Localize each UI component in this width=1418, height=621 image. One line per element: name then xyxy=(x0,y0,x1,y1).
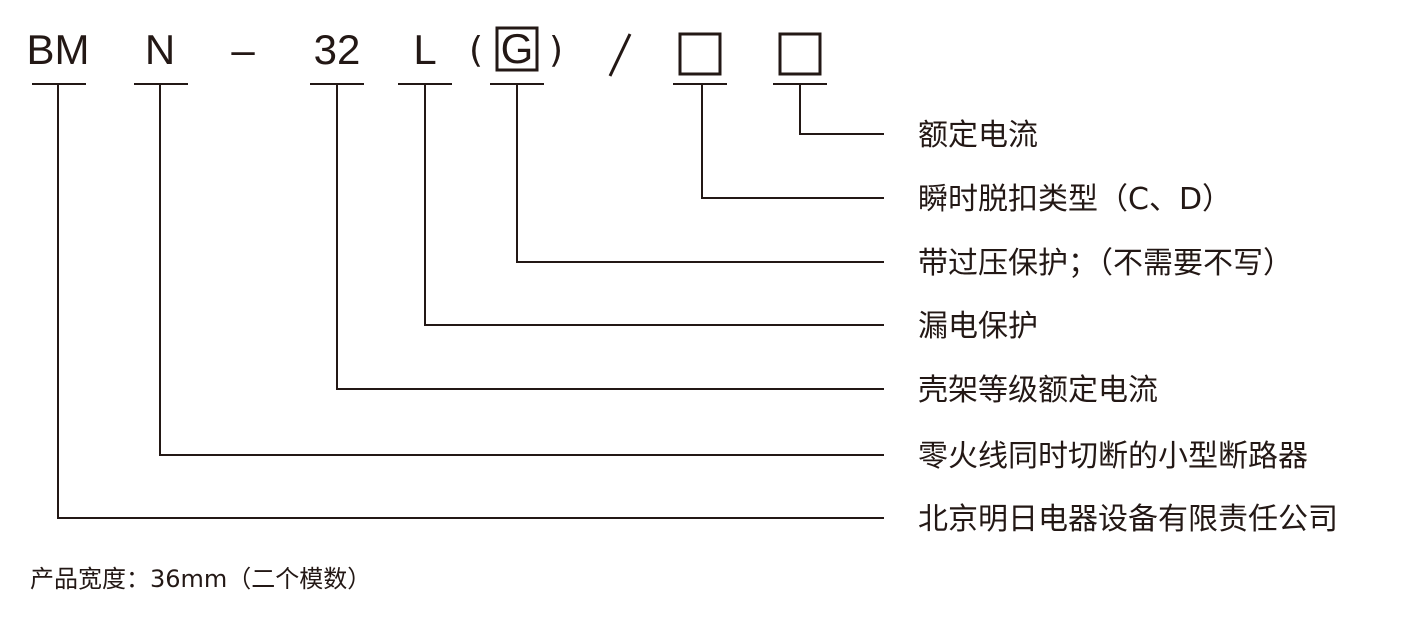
label-overvoltage: 带过压保护；（不需要不写） xyxy=(918,246,1293,281)
model-code: BM N – 32 L ( G ) xyxy=(27,25,822,77)
code-paren-close: ) xyxy=(549,30,563,71)
leader-trip-type xyxy=(701,84,884,199)
code-dash: – xyxy=(231,26,255,73)
product-width-note: 产品宽度：36mm（二个模数） xyxy=(30,565,371,593)
rated-current-box xyxy=(778,32,822,76)
code-paren-open: ( xyxy=(469,30,483,71)
label-company: 北京明日电器设备有限责任公司 xyxy=(918,502,1338,537)
leader-leakage xyxy=(424,84,884,326)
label-rated-current: 额定电流 xyxy=(918,118,1038,153)
code-overvoltage: G xyxy=(501,25,534,72)
leader-company xyxy=(57,84,884,519)
label-neutral-phase: 零火线同时切断的小型断路器 xyxy=(918,439,1308,474)
labels: 额定电流 瞬时脱扣类型（C、D） 带过压保护；（不需要不写） 漏电保护 壳架等级… xyxy=(918,118,1338,537)
trip-type-box xyxy=(678,32,722,76)
leader-frame-rated-current xyxy=(336,84,884,390)
code-slash xyxy=(608,33,632,77)
code-series: BM xyxy=(27,26,90,73)
leader-overvoltage xyxy=(516,84,884,263)
leader-rated-current xyxy=(799,84,884,135)
label-trip-type: 瞬时脱扣类型（C、D） xyxy=(918,182,1232,217)
leader-neutral-phase xyxy=(159,84,884,456)
code-leakage: L xyxy=(413,26,436,73)
code-frame-current: 32 xyxy=(314,26,361,73)
label-frame-rated-current: 壳架等级额定电流 xyxy=(918,373,1158,408)
label-leakage: 漏电保护 xyxy=(918,309,1038,344)
overvoltage-box xyxy=(495,26,539,72)
leader-lines xyxy=(57,84,884,519)
code-poles: N xyxy=(145,26,175,73)
